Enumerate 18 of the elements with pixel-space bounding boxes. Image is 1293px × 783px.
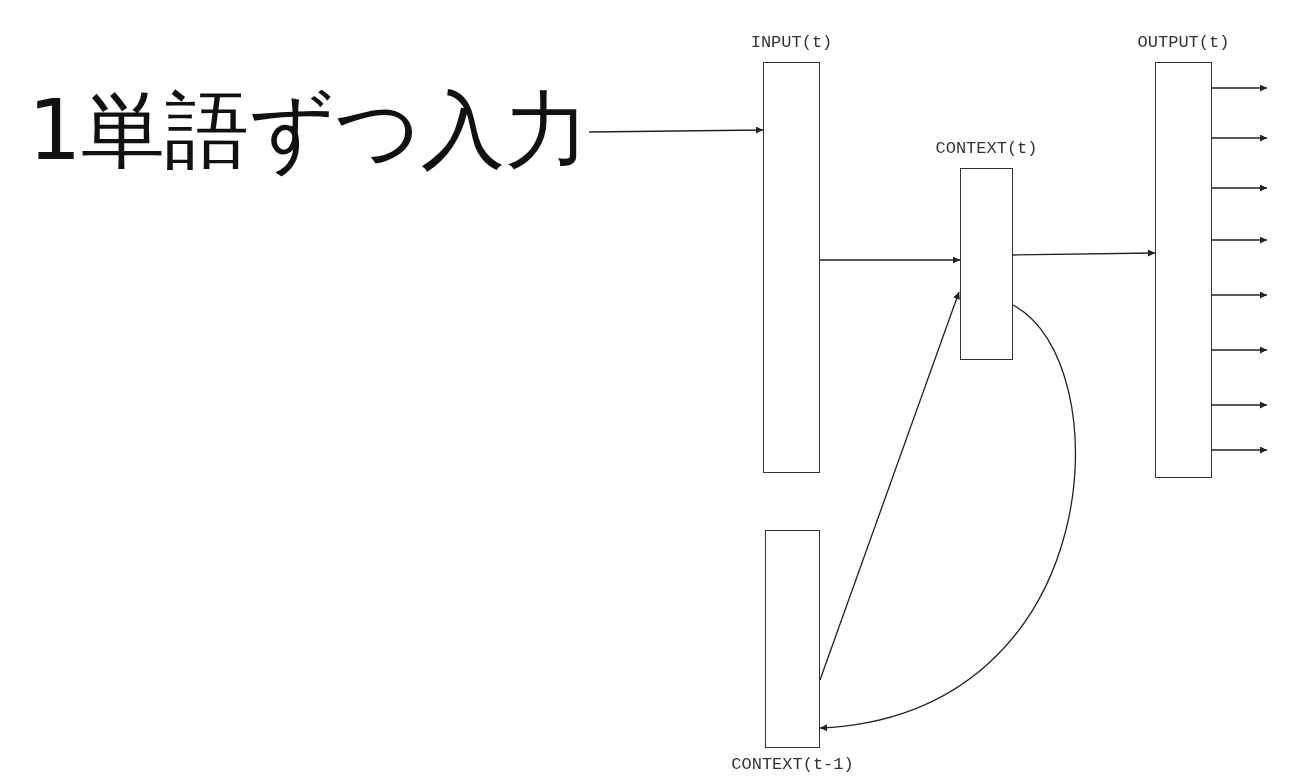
arrow (819, 291, 960, 681)
arrow (1211, 134, 1268, 142)
arrow (1211, 236, 1268, 244)
arrow (819, 256, 961, 264)
input-label: 1単語ずつ入力 (28, 80, 590, 181)
arrow (1211, 84, 1268, 92)
layer-label: INPUT(t) (750, 33, 833, 52)
layer-label: CONTEXT(t) (935, 139, 1038, 158)
arrow (1211, 401, 1268, 409)
arrow (588, 126, 764, 134)
arrow (1211, 184, 1268, 192)
arrow (1211, 446, 1268, 454)
arrow (1012, 249, 1156, 257)
arrow (819, 304, 1076, 731)
layer-label: OUTPUT(t) (1137, 33, 1230, 52)
arrow (1211, 291, 1268, 299)
arrow (1211, 346, 1268, 354)
layer-label: CONTEXT(t-1) (731, 755, 854, 774)
